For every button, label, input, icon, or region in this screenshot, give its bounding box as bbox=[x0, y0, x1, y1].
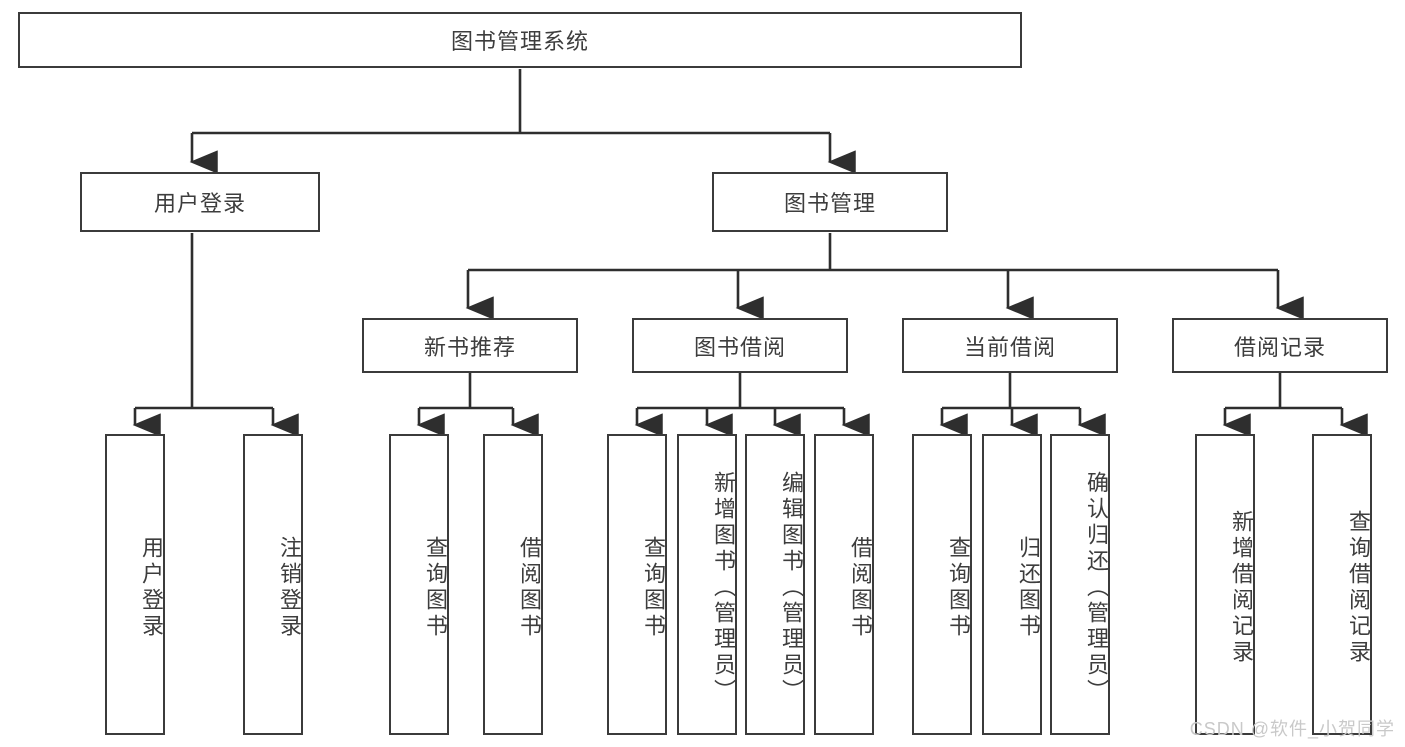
node-root-label: 图书管理系统 bbox=[450, 29, 589, 54]
leaf-book-borrow-1-label: 查询图书 bbox=[641, 535, 666, 640]
leaf-borrow-record-1-label: 新增借阅记录 bbox=[1229, 509, 1254, 666]
node-book-manage[interactable]: 图书管理 bbox=[712, 172, 948, 232]
node-user-login-label: 用户登录 bbox=[153, 191, 246, 216]
leaf-borrow-record-2-label: 查询借阅记录 bbox=[1346, 509, 1371, 666]
node-new-book-rec-label: 新书推荐 bbox=[423, 334, 516, 360]
leaf-book-borrow-4[interactable]: 借阅图书 bbox=[814, 434, 874, 735]
leaf-user-login-1[interactable]: 用户登录 bbox=[105, 434, 165, 735]
leaf-book-borrow-1[interactable]: 查询图书 bbox=[607, 434, 667, 735]
leaf-new-book-rec-2-label: 借阅图书 bbox=[517, 535, 542, 640]
node-book-manage-label: 图书管理 bbox=[783, 191, 876, 216]
leaf-borrow-record-2[interactable]: 查询借阅记录 bbox=[1312, 434, 1372, 735]
leaf-new-book-rec-1-label: 查询图书 bbox=[423, 535, 448, 640]
leaf-book-borrow-4-label: 借阅图书 bbox=[848, 535, 873, 640]
node-root[interactable]: 图书管理系统 bbox=[18, 12, 1022, 68]
node-borrow-record[interactable]: 借阅记录 bbox=[1172, 318, 1388, 373]
node-current-borrow[interactable]: 当前借阅 bbox=[902, 318, 1118, 373]
leaf-book-borrow-3[interactable]: 编辑图书（管理员） bbox=[745, 434, 805, 735]
leaf-current-borrow-1[interactable]: 查询图书 bbox=[912, 434, 972, 735]
leaf-new-book-rec-2[interactable]: 借阅图书 bbox=[483, 434, 543, 735]
leaf-user-login-2-label: 注销登录 bbox=[277, 535, 302, 640]
node-book-borrow-label: 图书借阅 bbox=[693, 334, 786, 360]
leaf-book-borrow-3-label: 编辑图书（管理员） bbox=[779, 470, 804, 705]
leaf-book-borrow-2-label: 新增图书（管理员） bbox=[711, 470, 736, 705]
node-new-book-rec[interactable]: 新书推荐 bbox=[362, 318, 578, 373]
node-borrow-record-label: 借阅记录 bbox=[1233, 334, 1326, 360]
leaf-book-borrow-2[interactable]: 新增图书（管理员） bbox=[677, 434, 737, 735]
leaf-current-borrow-3[interactable]: 确认归还（管理员） bbox=[1050, 434, 1110, 735]
node-user-login[interactable]: 用户登录 bbox=[80, 172, 320, 232]
leaf-new-book-rec-1[interactable]: 查询图书 bbox=[389, 434, 449, 735]
node-current-borrow-label: 当前借阅 bbox=[963, 334, 1056, 360]
leaf-current-borrow-3-label: 确认归还（管理员） bbox=[1084, 470, 1109, 705]
leaf-borrow-record-1[interactable]: 新增借阅记录 bbox=[1195, 434, 1255, 735]
leaf-current-borrow-1-label: 查询图书 bbox=[946, 535, 971, 640]
leaf-user-login-2[interactable]: 注销登录 bbox=[243, 434, 303, 735]
leaf-user-login-1-label: 用户登录 bbox=[139, 535, 164, 640]
node-book-borrow[interactable]: 图书借阅 bbox=[632, 318, 848, 373]
leaf-current-borrow-2-label: 归还图书 bbox=[1016, 535, 1041, 640]
leaf-current-borrow-2[interactable]: 归还图书 bbox=[982, 434, 1042, 735]
